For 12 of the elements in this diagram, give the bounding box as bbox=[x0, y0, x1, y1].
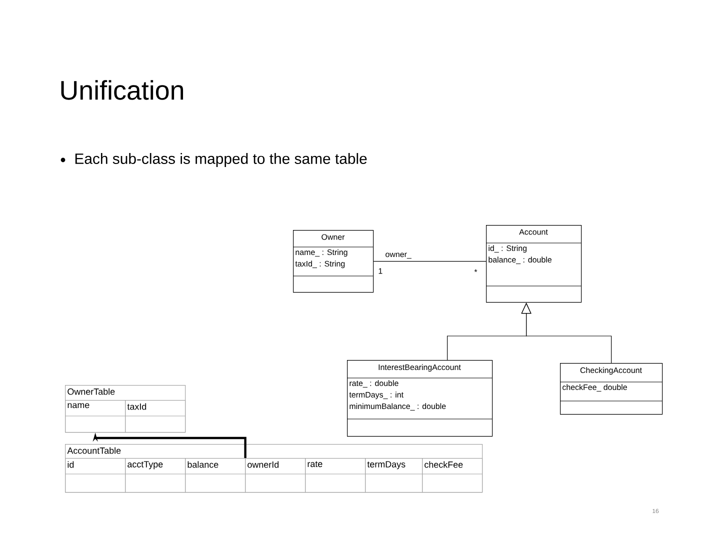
table-cell: name bbox=[64, 400, 126, 433]
table-cell: id bbox=[64, 458, 126, 493]
table-cell: termDays bbox=[364, 458, 423, 493]
table-cell: rate bbox=[304, 458, 366, 493]
association-line bbox=[373, 261, 486, 262]
table-cell: acctType bbox=[124, 458, 186, 493]
table-cell: checkFee bbox=[422, 458, 483, 493]
bullet-text: Each sub-class is mapped to the same table bbox=[75, 153, 367, 167]
slide-title: Unification bbox=[61, 80, 184, 100]
table-cell: taxId bbox=[124, 400, 186, 433]
table-cell: ownerId bbox=[244, 458, 306, 493]
table-cell: balance bbox=[184, 458, 246, 493]
